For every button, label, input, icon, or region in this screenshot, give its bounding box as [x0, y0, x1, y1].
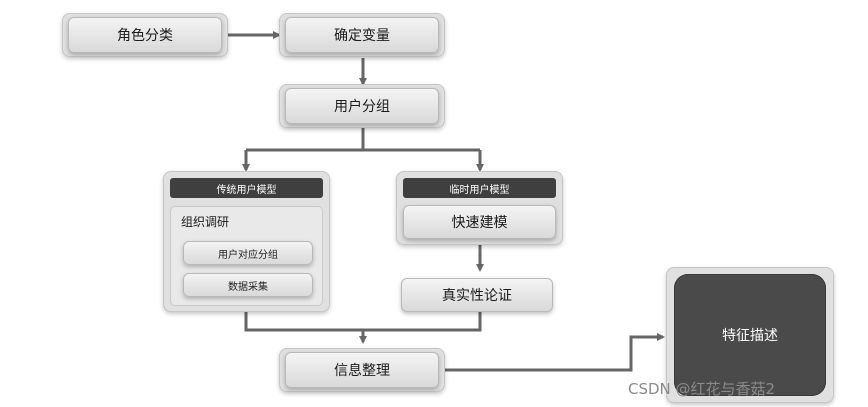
- temporary-model-header-label: 临时用户模型: [449, 184, 510, 196]
- data-collection-step: 数据采集: [183, 273, 313, 297]
- traditional-model-panel: 传统用户模型 组织调研 用户对应分组 数据采集: [163, 171, 330, 312]
- rapid-modeling-label: 快速建模: [451, 215, 508, 231]
- arrow-info-to-feature: [445, 333, 665, 372]
- info-organize-node: 信息整理: [285, 352, 439, 388]
- determine-variables-node: 确定变量: [285, 17, 439, 53]
- user-grouping-node: 用户分组: [285, 88, 439, 124]
- determine-variables-label: 确定变量: [334, 28, 390, 44]
- temporary-model-panel: 临时用户模型 快速建模: [396, 171, 563, 245]
- authenticity-check-node: 真实性论证: [401, 278, 553, 312]
- traditional-model-body: 组织调研 用户对应分组 数据采集: [170, 206, 323, 306]
- traditional-model-header-label: 传统用户模型: [216, 184, 277, 196]
- user-grouping-label: 用户分组: [334, 99, 390, 115]
- feature-description-node: 特征描述: [674, 274, 826, 396]
- role-classification-label: 角色分类: [117, 28, 173, 44]
- info-organize-label: 信息整理: [334, 363, 390, 379]
- temporary-model-header: 临时用户模型: [403, 178, 556, 198]
- feature-description-label: 特征描述: [722, 328, 778, 344]
- arrow-authenticity-down: [363, 312, 482, 332]
- role-classification-node: 角色分类: [68, 17, 222, 53]
- csdn-watermark: CSDN @红花与香菇2: [628, 380, 776, 398]
- user-group-mapping-label: 用户对应分组: [218, 249, 278, 261]
- data-collection-label: 数据采集: [228, 281, 268, 293]
- user-group-mapping-step: 用户对应分组: [183, 241, 313, 265]
- arrow-traditional-down: [244, 312, 363, 332]
- traditional-model-header: 传统用户模型: [170, 178, 323, 198]
- rapid-modeling-node: 快速建模: [403, 205, 556, 239]
- authenticity-check-label: 真实性论证: [442, 288, 512, 304]
- organization-research-label: 组织调研: [181, 215, 230, 229]
